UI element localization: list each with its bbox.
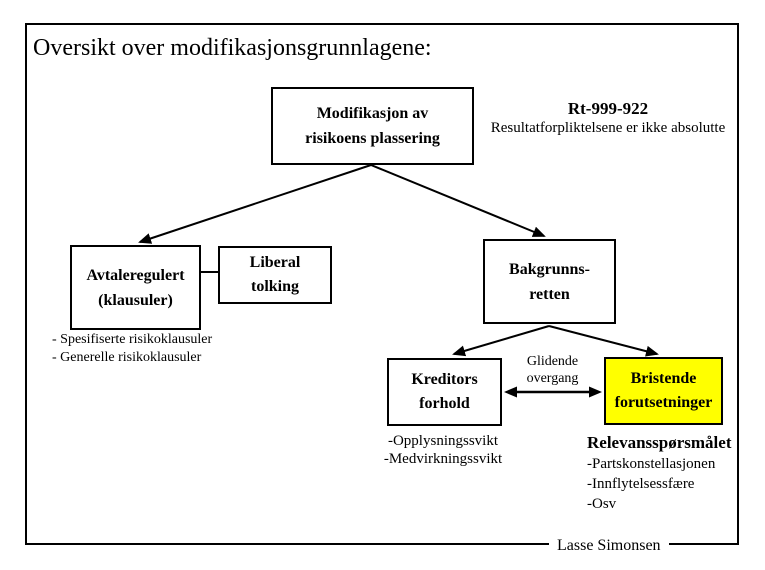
liberal-tolking-box: Liberal tolking	[218, 246, 332, 304]
avtaleregulert-box-line1: Avtaleregulert	[86, 266, 185, 284]
bakgrunnsretten-box: Bakgrunns- retten	[483, 239, 616, 324]
avtaleregulert-box-line2: (klausuler)	[98, 291, 173, 309]
relevans-item: -Innflytelsessfære	[587, 476, 695, 492]
relevans-heading: Relevansspørsmålet	[587, 433, 732, 452]
risikoklausul-list-item: - Spesifiserte risikoklausuler	[52, 332, 213, 347]
glidende-overgang-line1: Glidende	[526, 354, 579, 369]
slide-title: Oversikt over modifikasjonsgrunnlagene:	[33, 35, 432, 61]
case-reference-subtitle: Resultatforpliktelsene er ikke absolutte	[490, 120, 726, 136]
bakgrunnsretten-box-line2: retten	[529, 285, 570, 303]
liberal-tolking-box-line2: tolking	[250, 278, 299, 295]
glidende-overgang-label: Glidende overgang	[505, 353, 600, 387]
liberal-tolking-box-line1: Liberal	[249, 254, 301, 271]
author-credit: Lasse Simonsen	[549, 536, 669, 555]
kreditors-svikt-list-item: -Medvirkningssvikt	[383, 451, 503, 467]
modifikasjon-box-line1: Modifikasjon av	[316, 105, 429, 122]
kreditors-svikt-list-item: -Opplysningssvikt	[387, 433, 498, 449]
bakgrunnsretten-box-line1: Bakgrunns-	[509, 260, 590, 278]
relevans-item: -Osv	[587, 496, 617, 512]
risikoklausul-list-item: - Generelle risikoklausuler	[52, 350, 202, 365]
glidende-overgang-line2: overgang	[526, 371, 579, 386]
case-reference-title: Rt-999-922	[567, 99, 649, 118]
risikoklausul-list: - Spesifiserte risikoklausuler - Generel…	[52, 331, 212, 367]
slide-border-frame	[25, 23, 739, 545]
relevans-item: -Partskonstellasjonen	[587, 456, 716, 472]
bristende-box-line2: forutsetninger	[614, 394, 713, 411]
kreditors-forhold-box-line2: forhold	[419, 395, 470, 412]
bristende-box-line1: Bristende	[630, 370, 697, 387]
case-reference: Rt-999-922 Resultatforpliktelsene er ikk…	[480, 98, 736, 137]
kreditors-forhold-box-line1: Kreditors	[411, 371, 478, 388]
kreditors-svikt-list: -Opplysningssvikt -Medvirkningssvikt	[377, 432, 509, 468]
kreditors-forhold-box: Kreditors forhold	[387, 358, 502, 426]
bristende-box: Bristende forutsetninger	[604, 357, 723, 425]
modifikasjon-box-line2: risikoens plassering	[305, 130, 440, 147]
avtaleregulert-box: Avtaleregulert (klausuler)	[70, 245, 201, 330]
relevans-block: Relevansspørsmålet -Partskonstellasjonen…	[587, 432, 731, 514]
modifikasjon-box: Modifikasjon av risikoens plassering	[271, 87, 474, 165]
